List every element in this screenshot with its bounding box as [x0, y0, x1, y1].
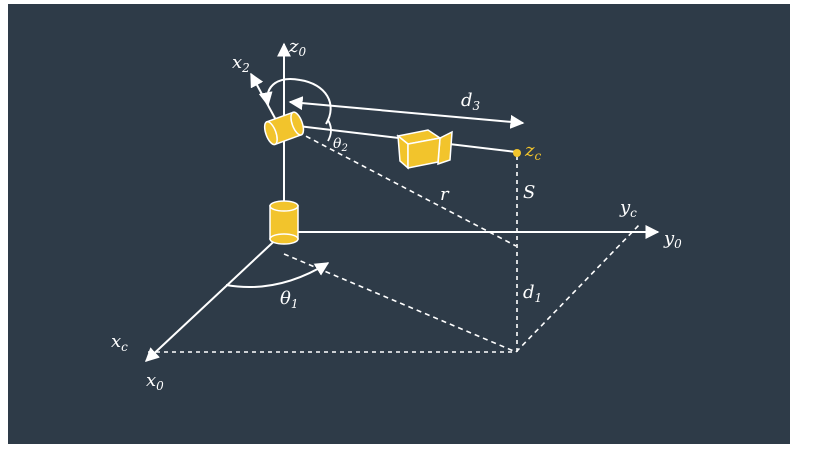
x0-axis-line	[144, 231, 285, 362]
zc-point	[513, 149, 521, 157]
label-theta2: θ2	[333, 136, 348, 154]
x2-axis-line	[250, 72, 277, 121]
label-r: r	[440, 184, 450, 205]
label-y0: y0	[663, 228, 682, 251]
label-theta1: θ1	[280, 288, 298, 311]
d3-dimension-arrow	[288, 96, 525, 129]
theta1-arc	[225, 262, 330, 288]
label-x2: x2	[232, 52, 250, 75]
label-S: S	[523, 182, 535, 203]
label-yc: yc	[619, 197, 637, 220]
camera-end-effector	[396, 129, 453, 170]
label-zc: zc	[524, 140, 541, 163]
label-d3: d3	[461, 90, 481, 113]
robot-arm-diagram: z0 x2 d3 zc θ2 r S yc y0 d1 θ1 xc x0	[111, 36, 682, 393]
base-joint-cylinder	[269, 200, 299, 245]
theta2-arc	[327, 119, 332, 142]
diagram-panel: z0 x2 d3 zc θ2 r S yc y0 d1 θ1 xc x0	[8, 4, 790, 444]
yc-dashed-line	[515, 222, 642, 353]
label-z0: z0	[288, 36, 306, 59]
label-xc: xc	[111, 331, 128, 354]
joint2-rotation-arc	[258, 78, 332, 125]
ground-projection-line	[283, 253, 517, 353]
joint2-cylinder	[263, 111, 305, 146]
label-d1: d1	[523, 282, 542, 305]
label-x0: x0	[146, 370, 164, 393]
